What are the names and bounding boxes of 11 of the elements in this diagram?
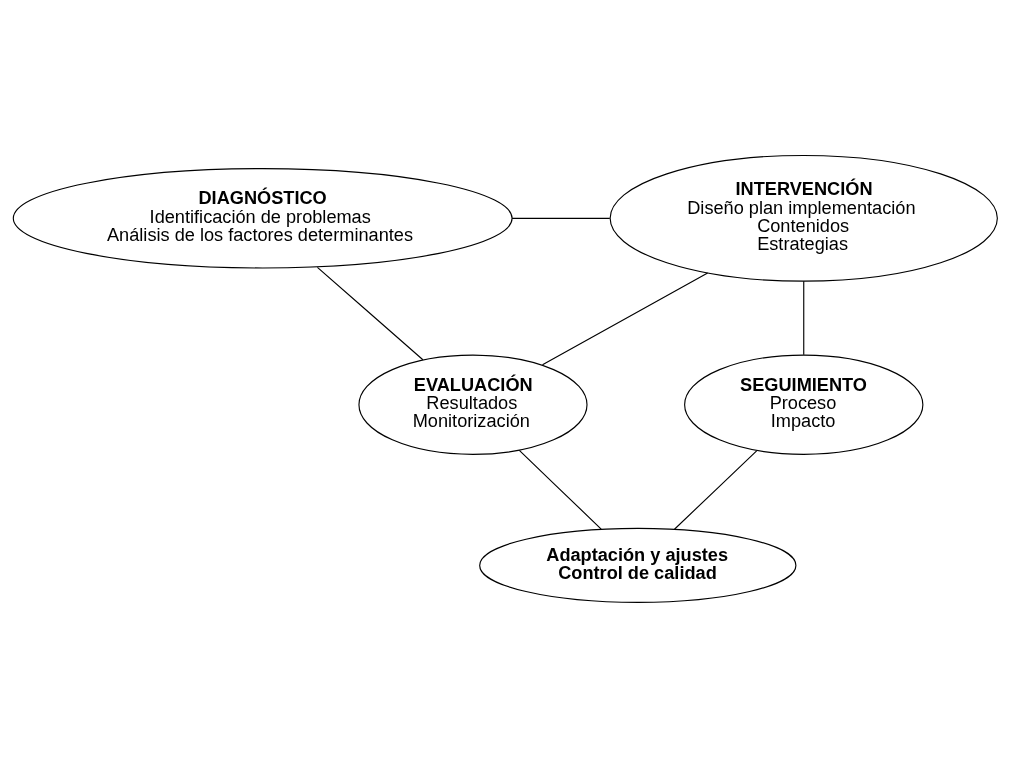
node-ellipse: EVALUACIÓN Resultados Monitorización xyxy=(357,354,588,455)
node-ellipse: Adaptación y ajustes Control de calidad xyxy=(478,527,796,603)
connector xyxy=(802,280,804,356)
node-ellipse: DIAGNÓSTICO Identificación de problemas Análisis de los factores determinantes xyxy=(12,168,513,269)
connector xyxy=(316,266,423,361)
connector xyxy=(673,450,757,530)
connector xyxy=(541,272,708,366)
connector xyxy=(511,217,610,219)
node-ellipse: SEGUIMIENTO Proceso Impacto xyxy=(683,354,923,455)
connector xyxy=(518,449,602,530)
node-ellipse: INTERVENCIÓN Diseño plan implementación Contenidos Estrategias xyxy=(609,154,998,282)
